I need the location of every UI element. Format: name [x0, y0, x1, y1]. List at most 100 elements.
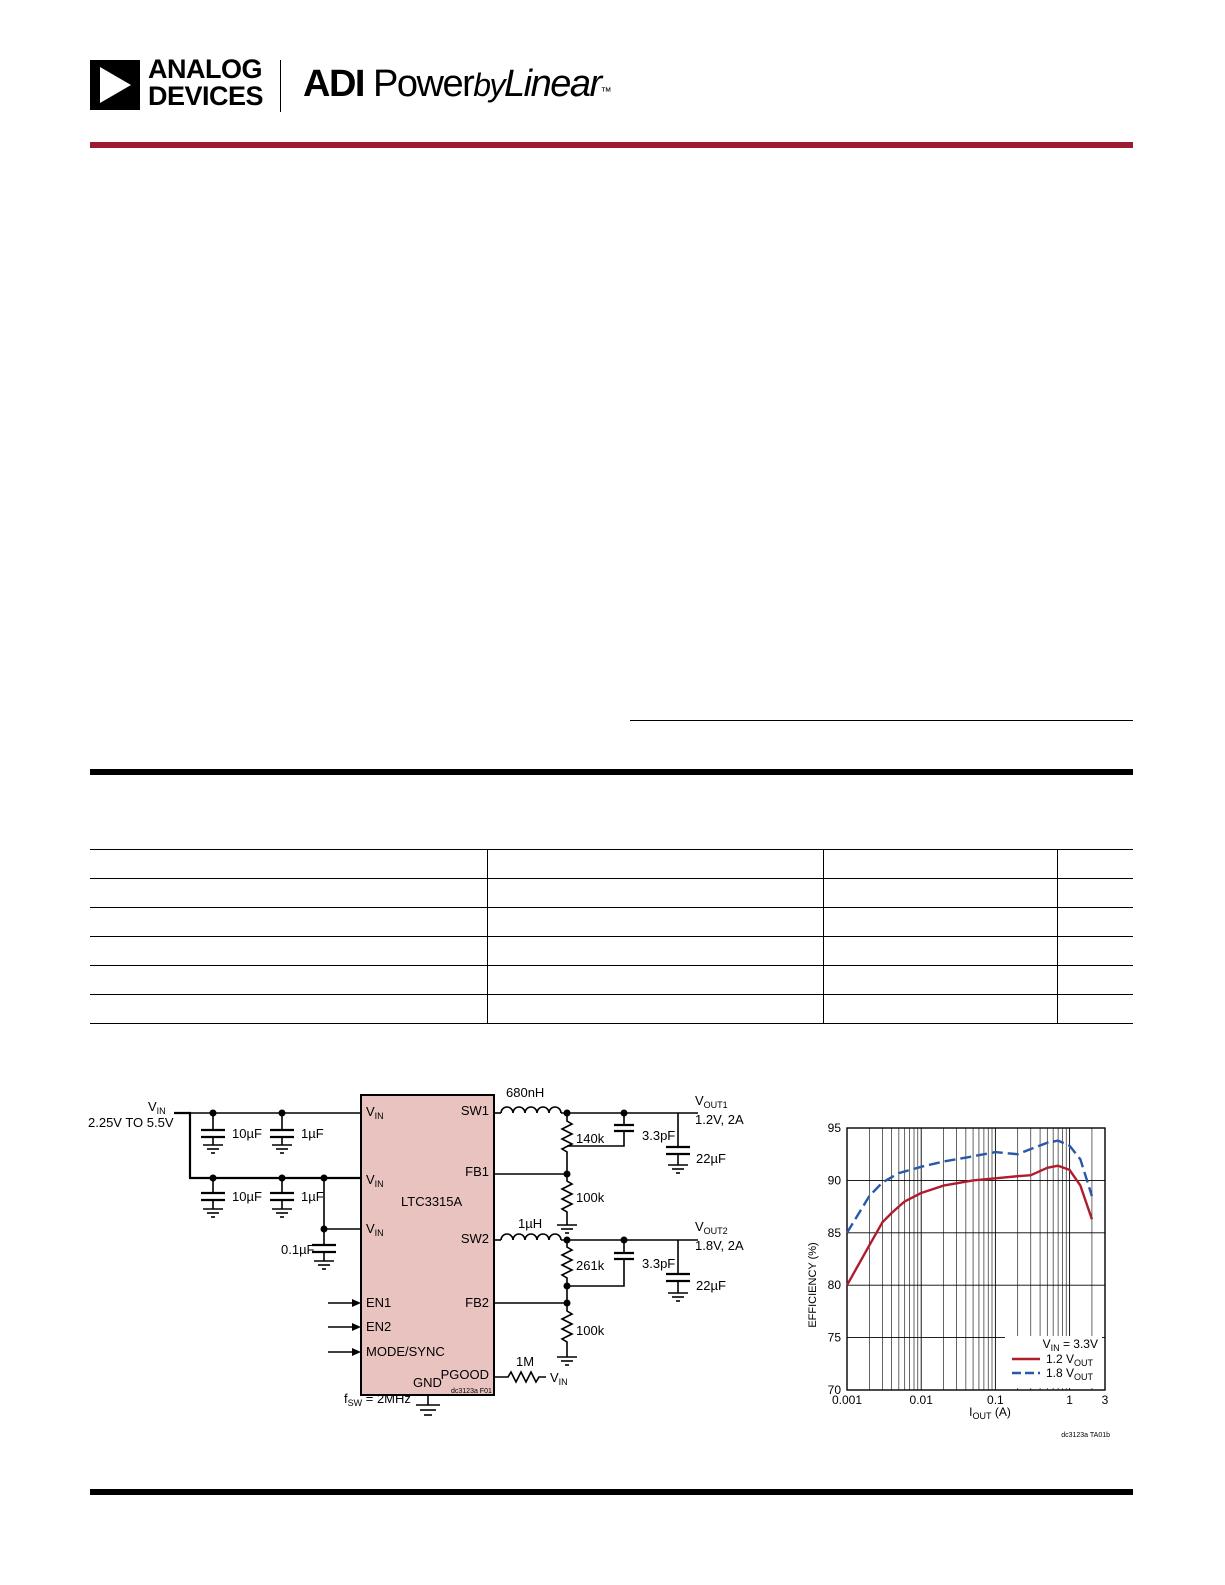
spec-table-row: [90, 936, 1133, 966]
x-axis-label: IOUT (A): [969, 1405, 1011, 1421]
y-tick-label: 95: [828, 1121, 842, 1135]
analog-devices-logo-mark: [90, 60, 140, 110]
cap-22uf-label-1: 22µF: [696, 1151, 726, 1166]
spec-table-cell: [1056, 965, 1133, 995]
spec-table-cell: [486, 965, 823, 995]
spec-table-row: [90, 965, 1133, 995]
thin-rule: [630, 720, 1133, 721]
chart-legend: VIN = 3.3V1.2 VOUT1.8 VOUT: [1005, 1336, 1102, 1388]
legend-entry: 1.2 VOUT: [1046, 1352, 1094, 1368]
cap-10uf-label-1: 10µF: [232, 1126, 262, 1141]
chip-ground-symbol: [416, 1395, 440, 1416]
resistor-100k-1: [560, 1174, 574, 1225]
input-arrows: [328, 1299, 361, 1356]
tagline-by: by: [473, 67, 505, 103]
spec-table-row: [90, 994, 1133, 1024]
cap-10uf-label-2: 10µF: [232, 1189, 262, 1204]
tagline-adi: ADI: [303, 63, 365, 105]
spec-table-cell: [822, 936, 1057, 966]
resistor-1m-label: 1M: [516, 1354, 534, 1369]
plot-frame: [846, 1127, 1106, 1391]
chart-ref-code: dc3123a TA01b: [1061, 1432, 1110, 1439]
spec-table-cell: [1056, 849, 1133, 879]
resistor-1m: [494, 1370, 546, 1384]
y-tick-label: 70: [828, 1383, 842, 1397]
pin-vin-3: VIN: [366, 1221, 384, 1238]
spec-table-cell: [486, 994, 823, 1024]
x-tick-label: 3: [1102, 1393, 1109, 1407]
resistor-261k-label: 261k: [576, 1258, 605, 1273]
section-rule-thick: [90, 769, 1133, 775]
cap-33pf-label-1: 3.3pF: [642, 1128, 675, 1143]
legend-background: [1005, 1336, 1102, 1388]
tagline-power: Power: [373, 63, 475, 105]
spec-table-cell: [90, 965, 487, 995]
spec-table-cell: [822, 965, 1057, 995]
fsw-label: fSW = 2MHz: [344, 1391, 411, 1408]
resistor-100k-label-2: 100k: [576, 1323, 605, 1338]
cap-1uf-label-1: 1µF: [301, 1126, 324, 1141]
spec-table-row: [90, 907, 1133, 937]
x-tick-label: 0.01: [910, 1393, 934, 1407]
y-tick-label: 75: [828, 1331, 842, 1345]
trademark-mark: ™: [600, 86, 612, 98]
inductor-680nh: [500, 1106, 562, 1114]
spec-table-cell: [1056, 994, 1133, 1024]
spec-table-cell: [90, 878, 487, 908]
spec-table-cell: [822, 994, 1057, 1024]
vout1-spec: 1.2V, 2A: [695, 1112, 744, 1127]
spec-table-cell: [486, 907, 823, 937]
cap-01uf-label: 0.1µF: [281, 1242, 315, 1257]
triangle-icon: [100, 67, 131, 103]
pin-vin-1: VIN: [366, 1104, 384, 1121]
spec-table-cell: [90, 994, 487, 1024]
spec-table-cell: [486, 878, 823, 908]
pin-en1: EN1: [366, 1295, 391, 1310]
vout2-spec: 1.8V, 2A: [695, 1238, 744, 1253]
resistor-261k: [560, 1240, 574, 1303]
schematic-ref-code: dc3123a F01: [451, 1388, 492, 1395]
input-capacitors-bottom: [201, 1178, 336, 1270]
pin-fb1: FB1: [465, 1164, 489, 1179]
tagline-linear: Linear: [504, 63, 602, 105]
y-axis-label: EFFICIENCY (%): [807, 1242, 819, 1327]
chart-series: [845, 1139, 1094, 1286]
spec-table-cell: [1056, 878, 1133, 908]
brand-name-line2: DEVICES: [148, 81, 264, 111]
vin-range: 2.25V TO 5.5V: [88, 1115, 174, 1130]
y-tick-label: 90: [828, 1173, 842, 1187]
chip-name: LTC3315A: [401, 1194, 463, 1209]
series-line: [845, 1164, 1094, 1286]
spec-table-cell: [90, 907, 487, 937]
spec-table-cell: [1056, 936, 1133, 966]
pin-gnd: GND: [413, 1375, 442, 1390]
x-tick-label: 1: [1066, 1393, 1073, 1407]
application-schematic: LTC3315A VIN VIN VIN EN1 EN2 MODE/SYNC G…: [88, 1085, 744, 1416]
spec-table-cell: [486, 936, 823, 966]
spec-table-row: [90, 849, 1133, 879]
inductor-1uh: [500, 1233, 562, 1241]
pin-en2: EN2: [366, 1319, 391, 1334]
spec-table-cell: [822, 878, 1057, 908]
x-tick-label: 0.001: [832, 1393, 862, 1407]
spec-table-cell: [90, 849, 487, 879]
y-tick-label: 85: [828, 1226, 842, 1240]
series-line: [845, 1139, 1094, 1234]
spec-table-cell: [1056, 907, 1133, 937]
spec-table-row: [90, 878, 1133, 908]
tagline: ADI PowerbyLinear™: [303, 61, 612, 108]
cap-1uf-label-2: 1µF: [301, 1189, 324, 1204]
legend-entry: 1.8 VOUT: [1046, 1366, 1094, 1382]
y-tick-label: 80: [828, 1278, 842, 1292]
vout1-label: VOUT1: [695, 1093, 728, 1110]
spec-table-cell: [486, 849, 823, 879]
legend-condition: VIN = 3.3V: [1043, 1337, 1098, 1353]
pgood-vin-label: VIN: [550, 1370, 568, 1387]
pin-sw1: SW1: [461, 1103, 489, 1118]
footer-rule-thick: [90, 1489, 1133, 1495]
spec-table-cell: [822, 849, 1057, 879]
pin-pgood: PGOOD: [441, 1367, 489, 1382]
pin-fb2: FB2: [465, 1295, 489, 1310]
